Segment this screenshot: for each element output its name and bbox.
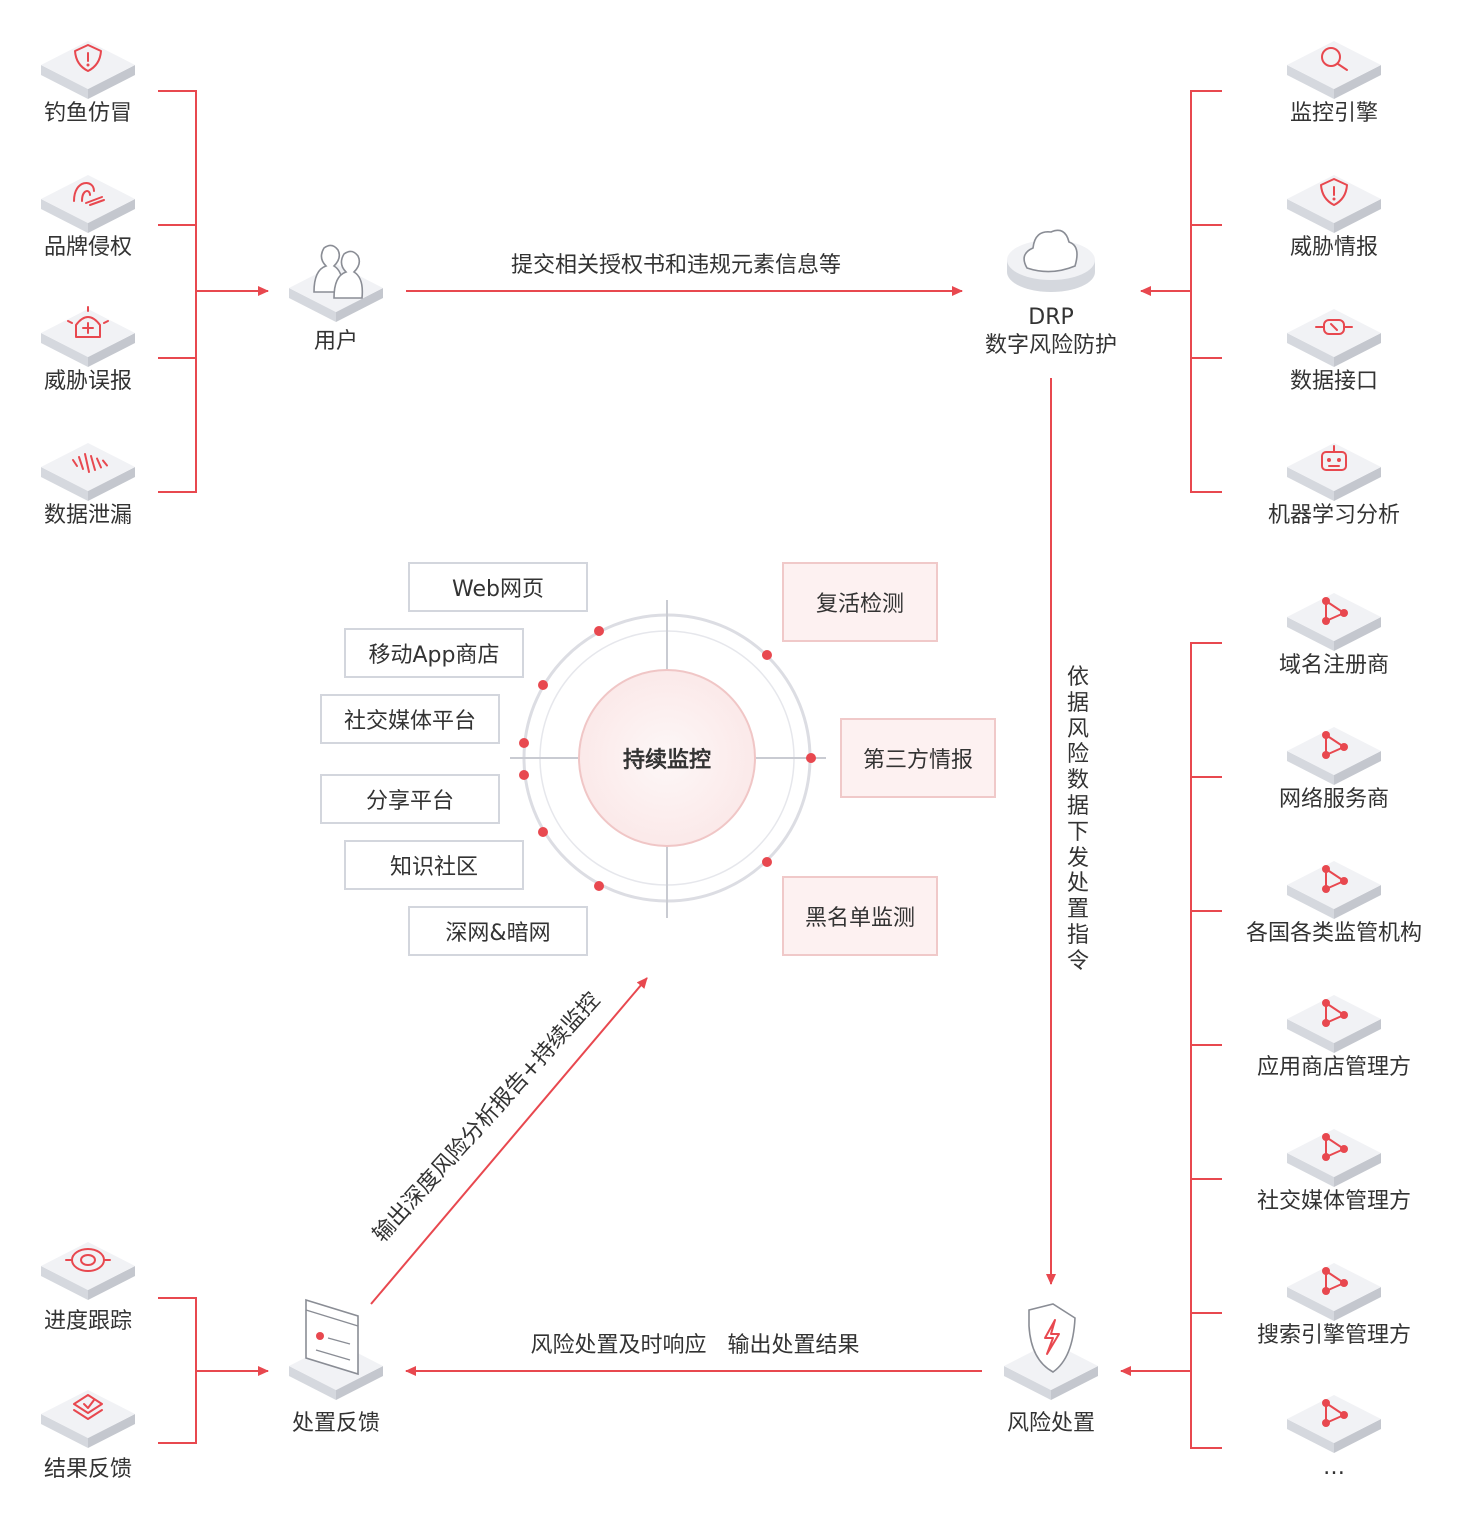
right-bottom-label-6: 搜索引擎管理方: [1256, 1323, 1412, 1348]
left-top-tile-3: [41, 306, 135, 367]
user-label: 用户: [313, 329, 359, 354]
left-top-tile-1: [41, 41, 135, 99]
feedback-label: 处置反馈: [291, 1411, 381, 1436]
left-bottom-tile-1: [41, 1242, 135, 1300]
right-bottom-label-3: 各国各类监管机构: [1245, 921, 1423, 946]
left-top-label-4: 数据泄漏: [43, 503, 133, 528]
monitor-center-circle: [578, 669, 756, 847]
right-bottom-label-4: 应用商店管理方: [1256, 1055, 1412, 1080]
source-box-sharing: 分享平台: [320, 774, 500, 824]
right-bottom-tile-1: [1287, 593, 1381, 651]
left-top-label-3: 威胁误报: [43, 369, 133, 394]
source-box-app-store: 移动App商店: [344, 628, 524, 678]
drp-label-line1: DRP: [1028, 305, 1074, 330]
left-top-tile-2: [41, 175, 135, 233]
source-box-social-media: 社交媒体平台: [320, 694, 500, 744]
right-top-label-1: 监控引擎: [1289, 101, 1379, 126]
source-box-web: Web网页: [408, 562, 588, 612]
right-bottom-tile-2: [1287, 727, 1381, 785]
source-box-knowledge: 知识社区: [344, 840, 524, 890]
left-top-label-2: 品牌侵权: [43, 235, 133, 260]
left-top-bracket: [158, 90, 269, 493]
source-box-darkweb: 深网&暗网: [408, 906, 588, 956]
left-bottom-label-2: 结果反馈: [43, 1457, 133, 1482]
right-top-tile-2: [1287, 175, 1381, 233]
right-top-bracket: [1140, 90, 1222, 493]
right-bottom-tile-4: [1287, 995, 1381, 1053]
right-top-label-3: 数据接口: [1289, 369, 1379, 394]
drp-cloud-icon: [1007, 229, 1095, 292]
feedback-document-icon: [289, 1298, 383, 1400]
right-top-tile-3: [1287, 309, 1381, 367]
check-box-third-party: 第三方情报: [840, 718, 996, 798]
left-top-tile-4: [41, 443, 135, 501]
arrow-feedback-to-monitor: [370, 977, 648, 1305]
check-box-revival: 复活检测: [782, 562, 938, 642]
user-node-icon: [289, 244, 383, 322]
arrow-label-user-to-drp: 提交相关授权书和违规元素信息等: [510, 253, 842, 278]
drp-label-line2: 数字风险防护: [984, 333, 1118, 358]
check-box-blacklist: 黑名单监测: [782, 876, 938, 956]
right-top-tile-1: [1287, 41, 1381, 99]
risk-shield-icon: [1004, 1303, 1098, 1400]
right-bottom-bracket: [1120, 642, 1222, 1449]
left-bottom-label-1: 进度跟踪: [43, 1309, 133, 1334]
left-bottom-tile-2: [41, 1390, 135, 1448]
arrow-label-risk-to-feedback: 风险处置及时响应 输出处置结果: [530, 1333, 860, 1358]
right-top-label-4: 机器学习分析: [1267, 503, 1401, 528]
right-bottom-tile-6: [1287, 1263, 1381, 1321]
right-bottom-label-2: 网络服务商: [1278, 787, 1390, 812]
right-bottom-label-7: …: [1323, 1455, 1345, 1480]
monitor-center-label: 持续监控: [622, 748, 711, 773]
right-bottom-label-5: 社交媒体管理方: [1256, 1189, 1412, 1214]
right-top-tile-4: [1287, 443, 1381, 501]
risk-handling-label: 风险处置: [1006, 1411, 1096, 1436]
arrow-label-drp-to-risk: 依据风险数据下发处置指令: [1066, 665, 1089, 974]
right-bottom-tile-5: [1287, 1129, 1381, 1187]
monitor-ring: [510, 600, 826, 918]
right-bottom-tile-7: [1287, 1395, 1381, 1453]
right-bottom-tile-3: [1287, 861, 1381, 919]
right-top-label-2: 威胁情报: [1289, 235, 1379, 260]
right-bottom-label-1: 域名注册商: [1278, 653, 1390, 678]
left-top-label-1: 钓鱼仿冒: [43, 101, 133, 126]
ring-dots: [519, 626, 816, 891]
left-bottom-bracket: [158, 1297, 269, 1444]
